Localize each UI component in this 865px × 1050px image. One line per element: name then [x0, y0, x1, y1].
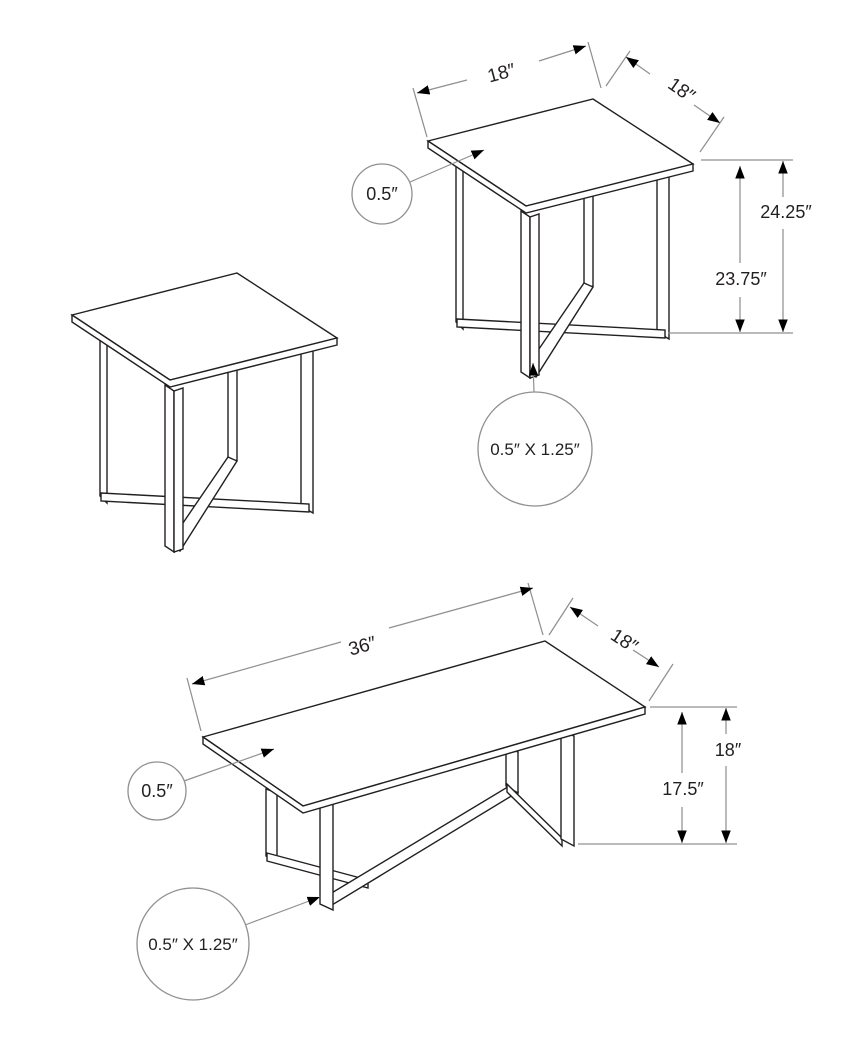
- dim-label-top-depth: 18″: [664, 74, 699, 107]
- leg-bar-near-right: [560, 731, 575, 848]
- extension-line: [587, 41, 602, 89]
- callout-circle: [477, 391, 593, 507]
- callout-circle: [136, 887, 250, 1001]
- callout-label-leg-profile: 0.5″ X 1.25″: [490, 440, 580, 459]
- extension-line: [648, 663, 674, 702]
- dim-label-underside-height: 17.5″: [662, 779, 704, 799]
- dim-label-overall-height: 18″: [715, 740, 742, 760]
- dimension-line: [632, 649, 660, 668]
- tabletop-edge: [202, 706, 646, 814]
- end-table-dimensioned: 18″ 18″ 23.75″ 24.25″ 0.5″: [351, 41, 812, 507]
- coffee-table: 36″ 18″ 17.5″ 18″ 0.5″: [127, 582, 742, 1001]
- coffee-table-drawing: [201, 640, 647, 912]
- dimension-line: [693, 104, 721, 124]
- end-table-drawing: [71, 272, 338, 553]
- extension-line: [186, 677, 202, 732]
- callout-label-top-thickness: 0.5″: [366, 184, 398, 204]
- dim-label-overall-height: 24.25″: [760, 202, 812, 222]
- extension-line: [548, 597, 574, 636]
- end-table-plain: [71, 272, 338, 553]
- extension-line: [605, 50, 631, 87]
- callout-leader: [183, 748, 275, 782]
- extension-line: [527, 582, 544, 636]
- dimension-line: [569, 606, 599, 627]
- callout-leader: [409, 149, 485, 183]
- callout-label-top-thickness: 0.5″: [141, 781, 173, 801]
- dimension-line: [625, 56, 651, 75]
- base-rail-right: [506, 782, 563, 848]
- extension-line: [699, 116, 725, 153]
- dim-end-table-heights: 23.75″ 24.25″: [668, 159, 812, 334]
- leg-bar-far-left: [265, 788, 278, 865]
- dimension-line: [416, 79, 468, 95]
- callout-end-table-leg-profile: 0.5″ X 1.25″: [477, 362, 593, 507]
- base-rail-cross: [323, 784, 520, 906]
- callout-end-table-top-thickness: 0.5″: [351, 149, 485, 225]
- callout-circle: [351, 163, 413, 225]
- callout-coffee-table-leg-profile: 0.5″ X 1.25″: [136, 887, 321, 1001]
- dimension-line: [388, 586, 534, 629]
- callout-circle: [127, 761, 187, 821]
- dim-label-top-depth: 18″: [607, 625, 642, 658]
- tabletop-surface: [201, 640, 647, 807]
- callout-leader: [528, 362, 539, 393]
- dimension-line: [191, 641, 342, 686]
- dim-label-underside-height: 23.75″: [715, 269, 767, 289]
- base-rail-left: [266, 852, 369, 889]
- extension-line: [412, 87, 428, 138]
- dim-label-top-length: 36″: [346, 633, 379, 661]
- dimension-line: [538, 45, 587, 62]
- callout-label-leg-profile: 0.5″ X 1.25″: [148, 935, 238, 954]
- dim-coffee-table-heights: 17.5″ 18″: [578, 706, 742, 845]
- leg-bar-near-left: [319, 800, 334, 912]
- dim-label-top-width: 18″: [485, 60, 518, 88]
- end-table-drawing: [427, 98, 694, 379]
- callout-coffee-table-top-thickness: 0.5″: [127, 748, 275, 821]
- callout-leader: [244, 896, 321, 926]
